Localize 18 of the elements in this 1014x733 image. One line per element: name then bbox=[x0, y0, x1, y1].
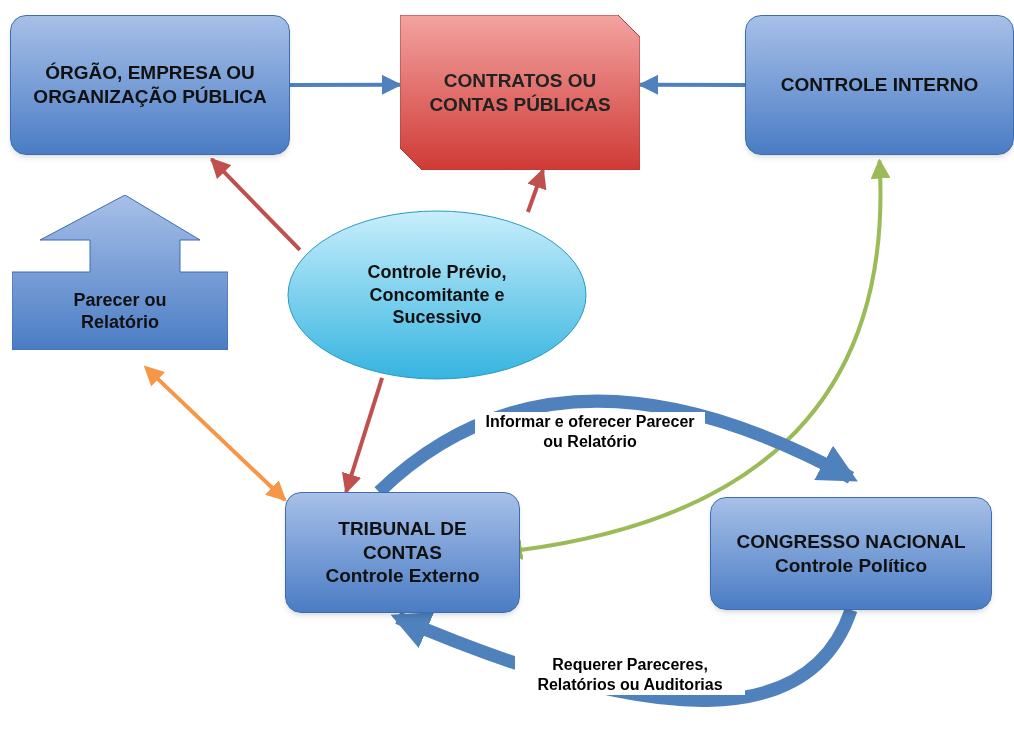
node-subtitle: Controle Político bbox=[775, 553, 927, 578]
process-box bbox=[710, 497, 992, 610]
arrow bbox=[342, 377, 384, 494]
node-title: ÓRGÃO, EMPRESA OU ORGANIZAÇÃO PÚBLICA bbox=[32, 61, 268, 109]
node-title: Parecer ou Relatório bbox=[72, 288, 168, 334]
arrow bbox=[143, 365, 287, 502]
process-box bbox=[745, 15, 1014, 155]
node-title: CONTRATOS OU CONTAS PÚBLICAS bbox=[428, 68, 612, 117]
process-box bbox=[10, 15, 290, 155]
edge-label: Requerer Pareceres, Relatórios ou Auditorias bbox=[515, 655, 745, 695]
node-title: Controle Prévio, Concomitante e Sucessivo bbox=[366, 261, 508, 329]
arrow bbox=[210, 157, 302, 252]
process-box bbox=[285, 492, 520, 613]
node-subtitle: Controle Externo bbox=[325, 564, 480, 589]
node-title: TRIBUNAL DE CONTAS bbox=[337, 516, 468, 565]
arrow bbox=[290, 74, 402, 95]
node-title: CONTROLE INTERNO bbox=[780, 73, 979, 97]
node-title: CONGRESSO NACIONAL bbox=[736, 529, 966, 554]
